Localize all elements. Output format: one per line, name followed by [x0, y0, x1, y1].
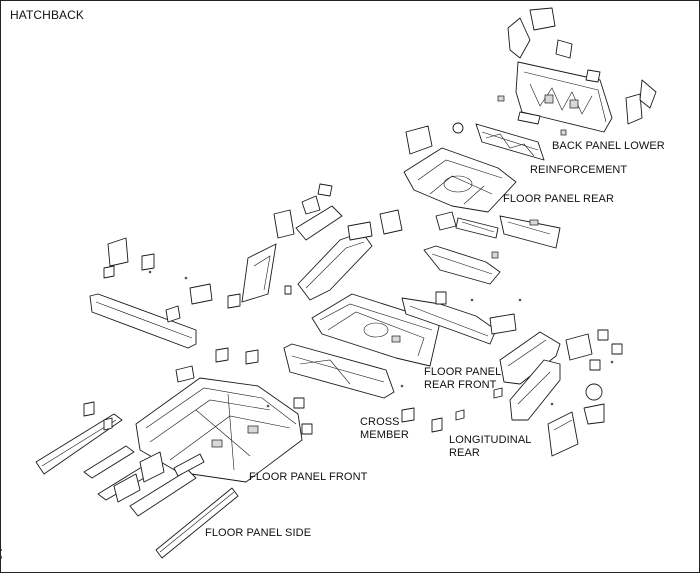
- floor-panel-rear-part: [403, 147, 517, 231]
- cross-member-part: [283, 343, 465, 433]
- diagram-title: HATCHBACK: [10, 8, 85, 22]
- reference-code: 1-8: [0, 548, 3, 560]
- reinforcement-label: REINFORCEMENT: [530, 164, 628, 176]
- front-cross-member-part: [89, 237, 241, 349]
- longitudinal-rear-label-line1: LONGITUDINAL: [449, 434, 532, 446]
- floor-panel-side-label: FLOOR PANEL SIDE: [205, 527, 312, 539]
- floor-panel-front-label: FLOOR PANEL FRONT: [249, 471, 368, 483]
- cross-member-label-line2: MEMBER: [360, 429, 409, 441]
- cross-member-label-line1: CROSS: [360, 416, 400, 428]
- floor-panel-side-part: [35, 401, 239, 559]
- floor-panel-rear-front-label-line2: REAR FRONT: [424, 379, 497, 391]
- side-sill-parts: [241, 183, 373, 303]
- back-panel-lower-part: [497, 7, 657, 136]
- floor-panel-front-part: [135, 347, 313, 483]
- floor-panel-rear-label: FLOOR PANEL REAR: [503, 193, 615, 205]
- back-panel-lower-label: BACK PANEL LOWER: [552, 140, 665, 152]
- floor-panel-rear-front-label-line1: FLOOR PANEL: [424, 366, 502, 378]
- floor-panel-rear-front-part: [311, 291, 517, 367]
- longitudinal-rear-label-line2: REAR: [449, 447, 480, 459]
- fastener-details: [148, 270, 614, 408]
- longitudinal-rear-part: [493, 329, 623, 457]
- reinforcement-part: [405, 122, 545, 161]
- rear-cross-member-parts: [379, 209, 561, 285]
